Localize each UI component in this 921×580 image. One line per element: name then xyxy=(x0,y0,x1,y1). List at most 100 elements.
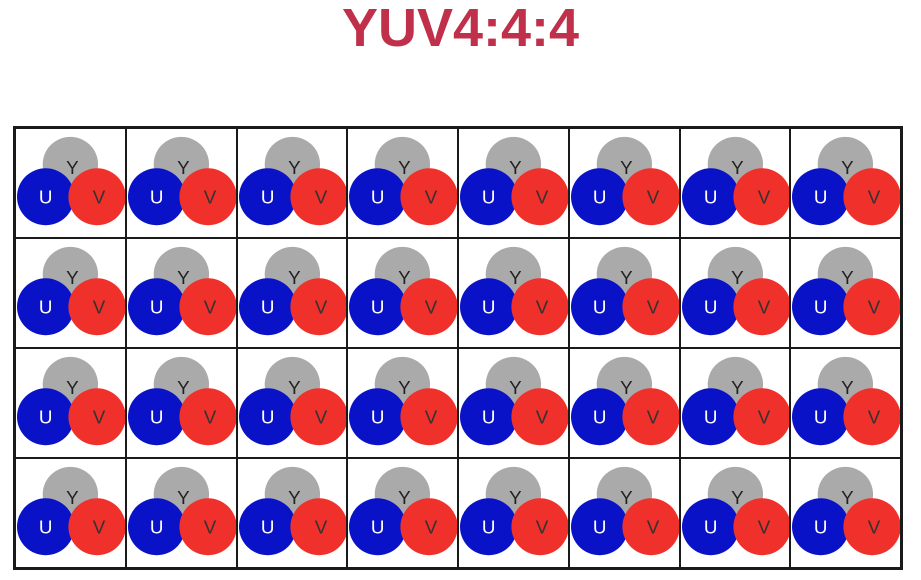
y-label: Y xyxy=(841,157,854,178)
u-component-circle xyxy=(349,168,407,226)
u-component-circle xyxy=(792,388,850,446)
y-label: Y xyxy=(177,267,190,288)
u-component-circle xyxy=(349,498,407,556)
v-component-circle xyxy=(68,168,125,226)
u-label: U xyxy=(703,517,717,538)
u-component-circle xyxy=(681,388,739,446)
u-component-circle xyxy=(16,498,75,556)
y-label: Y xyxy=(66,487,79,508)
v-label: V xyxy=(93,517,106,538)
v-label: V xyxy=(425,517,438,538)
y-label: Y xyxy=(177,487,190,508)
yuv-pixel: YU V xyxy=(681,246,790,336)
u-component-circle xyxy=(792,498,850,556)
y-label: Y xyxy=(66,377,79,398)
u-component-circle xyxy=(238,168,296,226)
u-label: U xyxy=(593,407,607,428)
u-label: U xyxy=(593,187,607,208)
y-label: Y xyxy=(620,157,633,178)
y-label: Y xyxy=(841,487,854,508)
v-label: V xyxy=(314,517,327,538)
u-component-circle xyxy=(459,388,518,446)
v-component-circle xyxy=(68,498,125,556)
u-component-circle xyxy=(570,168,629,226)
u-label: U xyxy=(593,297,607,318)
u-label: U xyxy=(39,407,53,428)
u-component-circle xyxy=(127,168,186,226)
v-component-circle xyxy=(511,168,568,226)
v-label: V xyxy=(536,187,549,208)
u-component-circle xyxy=(681,498,739,556)
u-component-circle xyxy=(570,498,629,556)
u-label: U xyxy=(260,297,274,318)
v-component-circle xyxy=(400,498,457,556)
u-label: U xyxy=(482,517,496,538)
v-label: V xyxy=(93,297,106,318)
u-label: U xyxy=(150,297,164,318)
u-component-circle xyxy=(349,388,407,446)
y-label: Y xyxy=(177,377,190,398)
v-label: V xyxy=(757,297,770,318)
y-label: Y xyxy=(288,157,301,178)
y-label: Y xyxy=(288,267,301,288)
v-component-circle xyxy=(843,388,900,446)
u-component-circle xyxy=(16,388,75,446)
u-component-circle xyxy=(459,278,518,336)
u-label: U xyxy=(814,517,828,538)
u-label: U xyxy=(703,407,717,428)
page-title: YUV4:4:4 xyxy=(341,0,580,58)
u-label: U xyxy=(703,297,717,318)
v-label: V xyxy=(314,297,327,318)
v-component-circle xyxy=(843,278,900,336)
u-component-circle xyxy=(16,278,75,336)
y-label: Y xyxy=(620,377,633,398)
v-label: V xyxy=(314,187,327,208)
v-label: V xyxy=(93,187,106,208)
y-label: Y xyxy=(731,267,744,288)
v-component-circle xyxy=(622,498,679,556)
y-label: Y xyxy=(620,487,633,508)
v-component-circle xyxy=(289,498,347,556)
v-component-circle xyxy=(68,278,125,336)
v-component-circle xyxy=(732,278,790,336)
u-label: U xyxy=(39,297,53,318)
v-component-circle xyxy=(511,498,568,556)
v-component-circle xyxy=(68,388,125,446)
u-label: U xyxy=(371,297,385,318)
v-label: V xyxy=(757,187,770,208)
u-label: U xyxy=(814,187,828,208)
v-label: V xyxy=(425,407,438,428)
v-component-circle xyxy=(400,168,457,226)
y-label: Y xyxy=(288,377,301,398)
u-label: U xyxy=(814,407,828,428)
u-component-circle xyxy=(349,278,407,336)
u-component-circle xyxy=(238,388,296,446)
v-label: V xyxy=(204,407,217,428)
v-component-circle xyxy=(843,498,900,556)
u-component-circle xyxy=(127,388,186,446)
u-label: U xyxy=(371,187,385,208)
y-label: Y xyxy=(509,157,522,178)
u-label: U xyxy=(150,517,164,538)
